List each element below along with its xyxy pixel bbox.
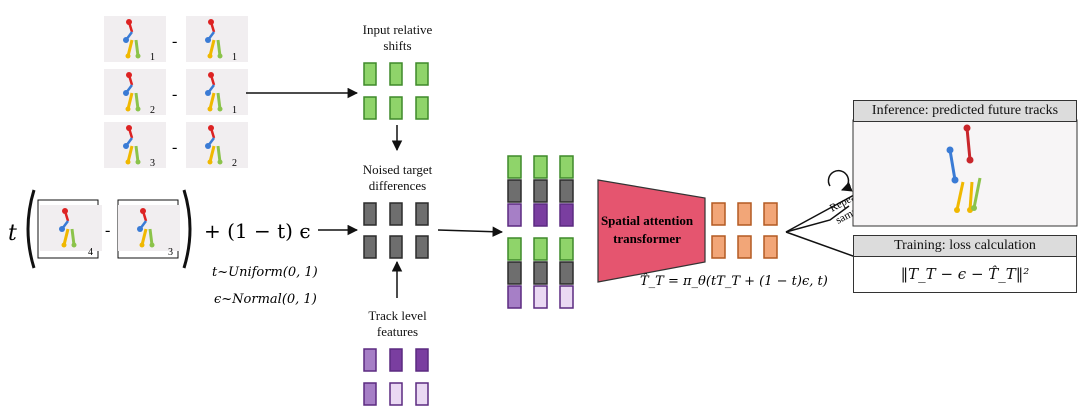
frame-index: 2 <box>232 158 237 169</box>
stack-green-block <box>507 237 522 261</box>
green-block <box>415 62 429 86</box>
frame-index: 1 <box>232 105 237 116</box>
purple-block <box>415 382 429 406</box>
transformer-label-2: transformer <box>613 231 681 246</box>
loss-equation: ‖T_T − ϵ − T̂_T‖² <box>900 265 1030 283</box>
stack-purple-block <box>559 285 574 309</box>
frame-pair-3: 3 - 2 <box>102 120 250 170</box>
arrow-noised-to-stack <box>437 226 504 237</box>
track-feature-blocks <box>363 348 429 406</box>
purple-block <box>363 348 377 372</box>
frame-pair-2: 2 - 1 <box>102 67 250 117</box>
green-block <box>415 96 429 120</box>
repeat-loop-icon <box>827 169 853 192</box>
transformer-label-1: Spatial attention <box>601 213 694 228</box>
target-expression: t 4 - 3 + (1 − t) ϵ t~Uniform(0, 1) ϵ~No… <box>8 189 318 307</box>
purple-block <box>389 382 403 406</box>
gray-block <box>363 202 377 226</box>
frame-index: 4 <box>88 247 93 258</box>
left-paren <box>26 189 36 269</box>
stack-purple-block <box>559 203 574 227</box>
prediction-equation: T̂_T = π_θ(tT_T + (1 − t)ϵ, t) <box>640 273 828 289</box>
stacked-token-blocks <box>507 155 574 309</box>
purple-block <box>363 382 377 406</box>
inference-header: Inference: predicted future tracks <box>853 100 1077 122</box>
right-paren <box>182 189 192 269</box>
orange-block <box>711 202 726 226</box>
gray-block <box>363 235 377 259</box>
stack-green-block <box>559 237 574 261</box>
stack-purple-block <box>533 203 548 227</box>
orange-block <box>711 235 726 259</box>
orange-block <box>763 202 778 226</box>
gray-block <box>415 235 429 259</box>
green-block <box>389 96 403 120</box>
stack-gray-block <box>507 261 522 285</box>
frame-index: 2 <box>150 105 155 116</box>
stack-purple-block <box>533 285 548 309</box>
green-block <box>363 96 377 120</box>
stack-green-block <box>507 155 522 179</box>
loss-box: ‖T_T − ϵ − T̂_T‖² <box>853 256 1077 293</box>
stack-purple-block <box>507 203 522 227</box>
t-distribution: t~Uniform(0, 1) <box>212 265 318 280</box>
orange-block <box>763 235 778 259</box>
stack-green-block <box>559 155 574 179</box>
output-token-blocks <box>711 202 778 259</box>
green-block <box>389 62 403 86</box>
t-variable: t <box>8 221 17 246</box>
frame-index: 3 <box>168 247 173 258</box>
predicted-tracks <box>946 124 982 213</box>
input-shift-blocks <box>363 62 429 120</box>
arrow-to-inference-a <box>785 205 850 233</box>
frame-index: 3 <box>150 158 155 169</box>
training-header: Training: loss calculation <box>853 235 1077 257</box>
gray-block <box>415 202 429 226</box>
stack-gray-block <box>559 261 574 285</box>
stack-gray-block <box>559 179 574 203</box>
green-block <box>363 62 377 86</box>
stack-purple-block <box>507 285 522 309</box>
noise-term: + (1 − t) ϵ <box>204 219 311 243</box>
purple-block <box>389 348 403 372</box>
orange-block <box>737 235 752 259</box>
frame-pair-1: 1 - 1 <box>102 14 250 64</box>
inference-image <box>852 119 1078 227</box>
transformer-block <box>597 179 706 283</box>
minus-sign: - <box>105 222 110 239</box>
stack-gray-block <box>507 179 522 203</box>
stack-green-block <box>533 237 548 261</box>
frame-index: 1 <box>232 52 237 63</box>
gray-block <box>389 202 403 226</box>
minus-sign: - <box>172 33 177 50</box>
frame-index: 1 <box>150 52 155 63</box>
stack-gray-block <box>533 261 548 285</box>
stack-gray-block <box>533 179 548 203</box>
eps-distribution: ϵ~Normal(0, 1) <box>214 292 317 307</box>
noised-target-blocks <box>363 202 429 259</box>
minus-sign: - <box>172 86 177 103</box>
minus-sign: - <box>172 139 177 156</box>
orange-block <box>737 202 752 226</box>
purple-block <box>415 348 429 372</box>
stack-green-block <box>533 155 548 179</box>
gray-block <box>389 235 403 259</box>
